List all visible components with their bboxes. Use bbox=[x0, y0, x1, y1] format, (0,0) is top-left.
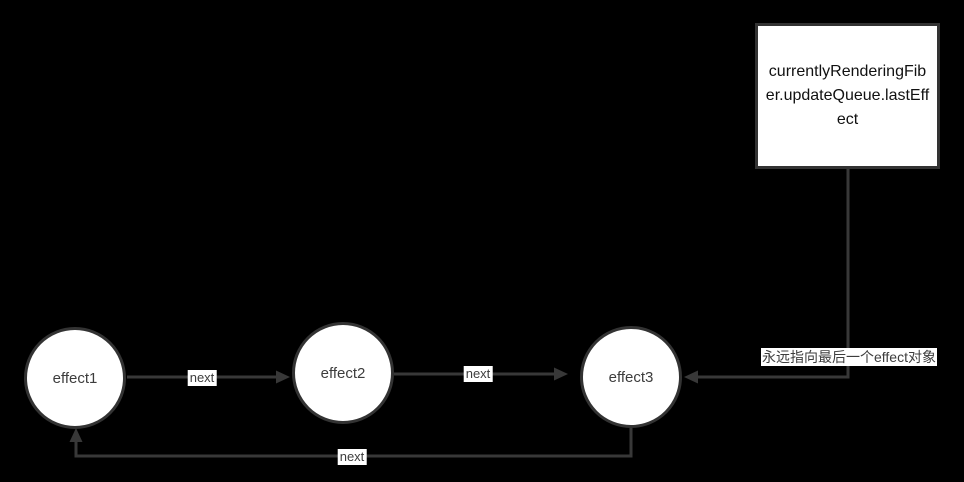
arrow-pointer-to-effect3-line bbox=[697, 169, 850, 379]
arrow-effect2-to-effect3-head-icon bbox=[554, 367, 568, 381]
edge-label-pointer-annotation: 永远指向最后一个effect对象 bbox=[761, 348, 937, 366]
node-effect3-label: effect3 bbox=[608, 368, 654, 386]
node-effect1-label: effect1 bbox=[52, 369, 98, 387]
arrow-effect3-to-effect1-head-icon bbox=[69, 428, 83, 442]
node-effect2-label: effect2 bbox=[320, 364, 366, 382]
pointer-box-lasteffect: currentlyRenderingFiber.updateQueue.last… bbox=[755, 23, 940, 169]
arrow-pointer-to-effect3-head-icon bbox=[684, 370, 698, 384]
node-effect3: effect3 bbox=[580, 326, 682, 428]
edge-label-next-1: next bbox=[187, 370, 217, 386]
pointer-box-label: currentlyRenderingFiber.updateQueue.last… bbox=[765, 63, 930, 128]
edge-label-next-2: next bbox=[463, 366, 493, 382]
arrow-effect1-to-effect2-head-icon bbox=[276, 370, 290, 384]
node-effect2: effect2 bbox=[292, 322, 394, 424]
edge-label-next-loop: next bbox=[337, 449, 367, 465]
node-effect1: effect1 bbox=[24, 327, 126, 429]
